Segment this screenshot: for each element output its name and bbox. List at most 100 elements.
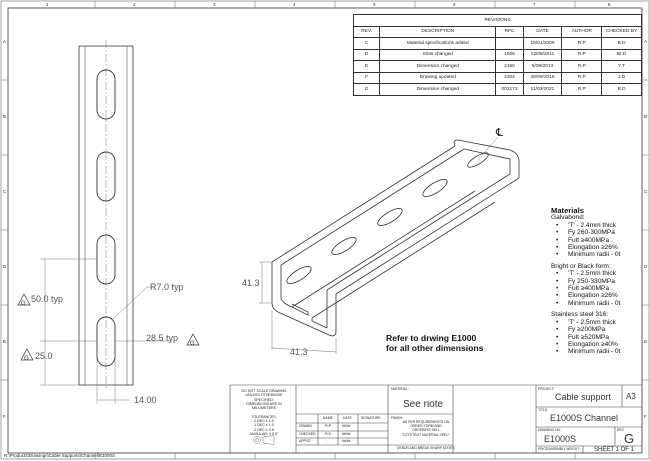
reference-note: Refer to drwing E1000 for all other dime…	[386, 333, 484, 353]
cell: R.P	[561, 37, 603, 50]
note-line: DIMENSIONS ARE IN MILLIMETERS	[246, 401, 282, 411]
col-header: RFC	[495, 25, 524, 38]
col-header: CHECKED BY	[601, 25, 642, 38]
project-label: PROJECT:	[538, 387, 555, 391]
signature-header: SIGNATURE	[361, 416, 381, 420]
col-number: 6	[453, 2, 456, 7]
title-label: TITLE:	[538, 408, 549, 412]
approved-name: -	[326, 439, 328, 443]
row-letter: C	[3, 189, 7, 194]
edges-note: DEBUR AND BREAK SHARP EDGES	[397, 446, 455, 450]
triangle-label: G	[21, 301, 26, 307]
tolerance-triangle-icon	[20, 348, 34, 361]
reference-note-line: Refer to drwing E1000	[386, 333, 477, 343]
finish-line: ORDER FORM AND	[410, 424, 442, 429]
cell: R.P	[561, 71, 603, 84]
row-letter: F	[3, 414, 6, 419]
rev-value: G	[624, 431, 635, 446]
col-header: REV.	[352, 25, 381, 38]
name-header: NAME	[323, 416, 333, 420]
iso-dimensions	[259, 136, 499, 354]
material-spec: Elongation ≥26%	[556, 244, 620, 251]
cell: B.D	[601, 83, 642, 96]
dim-28-5: 28.5 typ	[146, 333, 179, 343]
cell: 2150	[495, 60, 524, 73]
cell: R.P	[561, 48, 603, 61]
row-letter: D	[644, 264, 648, 269]
channel-iso-view	[271, 139, 520, 337]
cell: C	[352, 37, 381, 50]
cell: Material specifications added	[379, 37, 497, 50]
checked-name: R.D	[325, 432, 332, 436]
revisions-header-row: REV. DESCRIPTION RFC DATE AUTHOR CHECKED…	[352, 25, 642, 38]
channel-front-view	[78, 45, 134, 386]
col-number: 4	[293, 2, 296, 7]
material-spec: Fult ≥400MPa	[556, 285, 620, 292]
cell: 12/08/2011	[522, 48, 563, 61]
triangle-label: G	[190, 341, 195, 347]
cell	[495, 37, 524, 50]
dim-25: 25.0	[35, 351, 53, 361]
cell: 1926	[495, 48, 524, 61]
material-spec: Minimum radii - 0t	[556, 300, 620, 307]
cell: 002173	[495, 83, 524, 96]
dim-14: 14.00	[134, 395, 157, 405]
tolerance-triangle-icon	[186, 333, 200, 346]
finish-value: AS PER REQUIREMENTS ON ORDER FORM AND OR…	[400, 420, 452, 437]
col-number: 7	[533, 2, 536, 7]
finish-line: "EZYSTRUT MATERIAL SPEC"	[402, 432, 450, 437]
title-block-grid	[229, 384, 642, 453]
row-letter: B	[644, 114, 648, 119]
material-spec: Elongation ≥26%	[556, 292, 620, 299]
material-spec: Fult ≥520MPa	[556, 334, 620, 341]
materials-note: Materials Galvabond: 'T' - 2.4mm thick F…	[551, 206, 620, 356]
drawn-name: R.P	[325, 424, 331, 428]
drawing-number: E1000S	[544, 434, 577, 444]
title-value: E1000S Channel	[550, 413, 619, 423]
note-line: TOLERANCES:	[251, 414, 277, 419]
drawing-number-label: DRAWING NO.	[538, 428, 562, 432]
file-path: R:\Products\Drawings\Cable Supports\Chan…	[4, 453, 116, 458]
drawn-label: DRAWN	[299, 424, 312, 428]
cell: J.D	[601, 71, 642, 84]
revisions-table: REVISIONS REV. DESCRIPTION RFC DATE AUTH…	[352, 14, 642, 96]
row-letter: A	[3, 39, 7, 44]
approved-label: APPVD	[299, 439, 311, 443]
revisions-title: REVISIONS	[353, 14, 642, 27]
dim-50: 50.0 typ	[31, 294, 64, 304]
note-line: 0 DEC ± 1.0	[254, 419, 274, 424]
cell: Dimension changed	[379, 83, 497, 96]
col-header: DESCRIPTION	[379, 25, 497, 38]
slot	[96, 234, 116, 285]
sheet-size: A3	[626, 392, 636, 401]
material-spec: Elongation ≥40%	[556, 341, 620, 348]
radius-dimension: R7.0 typ	[150, 282, 184, 292]
cell: R.P	[561, 83, 603, 96]
note-line: 1 DEC ± 1.0	[254, 423, 274, 428]
note-line: UNLESS OTHERWISE SPECIFIED:	[245, 393, 283, 402]
weight-label: PRICE/ASSEMBLY WEIGHT:	[538, 447, 580, 451]
material-spec: Fult ≥400MPa	[556, 237, 620, 244]
cell: 28/09/2018	[522, 71, 563, 84]
left-dimensions	[40, 258, 172, 404]
material-spec: Minimum radii - 0t	[556, 251, 620, 258]
material-spec: Minimum radii - 0t	[556, 348, 620, 355]
materials-title: Materials	[551, 206, 584, 215]
material-group-name: Bright or Black form:	[551, 262, 611, 270]
reference-note-line: for all other dimensions	[386, 342, 484, 353]
date-header: DATE	[343, 416, 352, 420]
projection-symbol-icon	[253, 435, 275, 445]
cell: 2304	[495, 71, 524, 84]
finish-line: AS PER REQUIREMENTS ON	[402, 420, 450, 424]
cell: Slots changed	[379, 48, 497, 61]
cell: F	[352, 71, 381, 84]
date-value: ##/##	[342, 432, 351, 436]
cell: G	[352, 83, 381, 96]
checked-label: CHECKED	[299, 432, 316, 436]
